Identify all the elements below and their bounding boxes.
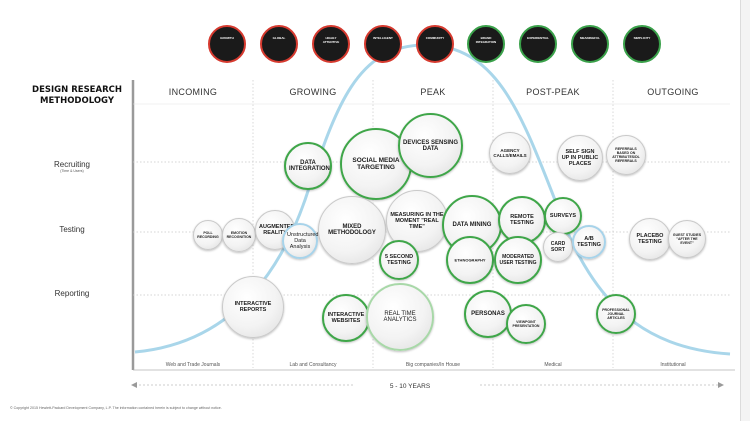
stage-meaningful: MEANINGFUL bbox=[571, 25, 609, 63]
phase-outgoing: OUTGOING bbox=[647, 87, 699, 97]
node-label: REAL TIME ANALYTICS bbox=[383, 311, 417, 323]
stage-growth: GROWTH bbox=[208, 25, 246, 63]
stage-label: GROWTH bbox=[220, 36, 234, 40]
stage-highly-attentive: HIGHLY ATTENTIVE bbox=[312, 25, 350, 63]
node-emotion-recognition: EMOTION RECOGNITION bbox=[222, 218, 256, 252]
node-label: POLL RECORDING bbox=[197, 231, 219, 239]
node-label: PERSONAS bbox=[471, 311, 505, 317]
stage-simplicity: SIMPLICITY bbox=[623, 25, 661, 63]
row-label-recruiting-text: Recruiting bbox=[53, 160, 90, 169]
right-edge-bar bbox=[740, 0, 750, 421]
node-self-sign-up: SELF SIGN UP IN PUBLIC PLACES bbox=[557, 135, 603, 181]
node-label: AGENCY CALLS/EMAILS bbox=[493, 148, 527, 158]
node-label: SELF SIGN UP IN PUBLIC PLACES bbox=[561, 149, 599, 167]
diagram-title: DESIGN RESEARCH METHODOLOGY bbox=[32, 85, 122, 106]
node-label: AUGMENTED REALITY bbox=[259, 224, 295, 236]
footer-label-journals: Web and Trade Journals bbox=[165, 362, 221, 368]
stage-community: COMMUNITY bbox=[416, 25, 454, 63]
years-label: 5 - 10 YEARS bbox=[389, 383, 431, 390]
node-poll-recording: POLL RECORDING bbox=[193, 220, 223, 250]
node-label: MEASURING IN THE MOMENT "REAL TIME" bbox=[390, 212, 444, 230]
node-interactive-reports: INTERACTIVE REPORTS bbox=[222, 276, 284, 338]
node-label: DATA INTEGRATION bbox=[289, 160, 330, 172]
node-referrals: REFERRALS BASED ON ATTRIBUTES/DL REFERRA… bbox=[606, 135, 646, 175]
row-label-recruiting-sub: (Time & Users) bbox=[60, 169, 84, 173]
node-data-integration: DATA INTEGRATION bbox=[284, 142, 332, 190]
node-label: A/B TESTING bbox=[577, 236, 601, 248]
node-remote-testing: REMOTE TESTING bbox=[498, 196, 546, 244]
stage-label: HIGHLY ATTENTIVE bbox=[322, 36, 340, 44]
stage-intelligent: INTELLIGENT bbox=[364, 25, 402, 63]
node-label: VIEWPOINT PRESENTATION bbox=[512, 320, 540, 328]
node-label: SOCIAL MEDIA TARGETING bbox=[352, 157, 400, 171]
node-interactive-websites: INTERACTIVE WEBSITES bbox=[322, 294, 370, 342]
node-viewpoint-presentation: VIEWPOINT PRESENTATION bbox=[506, 304, 546, 344]
stage-brand-integration: BRAND INTEGRATION bbox=[467, 25, 505, 63]
row-label-recruiting: Recruiting (Time & Users) bbox=[42, 160, 102, 173]
node-ab-testing: A/B TESTING bbox=[572, 225, 606, 259]
node-label: REMOTE TESTING bbox=[510, 214, 534, 226]
node-label: Unstructured Data Analysis bbox=[287, 232, 319, 250]
node-label: SURVEYS bbox=[549, 213, 577, 219]
stage-label: GLOBAL bbox=[272, 36, 286, 40]
node-personas: PERSONAS bbox=[464, 290, 512, 338]
node-label: MODERATED USER TESTING bbox=[499, 254, 537, 266]
row-label-testing: Testing bbox=[59, 225, 85, 234]
node-label: DEVICES SENSING DATA bbox=[403, 139, 459, 152]
node-5-second-testing: 5 SECOND TESTING bbox=[379, 240, 419, 280]
node-label: CARD SORT bbox=[550, 241, 566, 253]
footer-label-lab: Lab and Consultancy bbox=[289, 362, 337, 368]
node-real-time-analytics: REAL TIME ANALYTICS bbox=[366, 283, 434, 351]
stage-label: MEANINGFUL bbox=[580, 36, 600, 40]
node-guest-studies: GUEST STUDIES "AFTER THE EVENT" bbox=[668, 220, 706, 258]
node-devices-sensing-data: DEVICES SENSING DATA bbox=[398, 113, 463, 178]
stage-label: BRAND INTEGRATION bbox=[475, 36, 497, 44]
stage-label: COMMUNITY bbox=[425, 36, 445, 40]
node-label: PROFESSIONAL JOURNAL ARTICLES bbox=[602, 308, 630, 320]
node-label: GUEST STUDIES "AFTER THE EVENT" bbox=[672, 233, 702, 245]
node-label: INTERACTIVE REPORTS bbox=[234, 301, 272, 313]
years-arrow-left bbox=[131, 382, 137, 388]
node-mixed-methodology: MIXED METHODOLOGY bbox=[318, 196, 386, 264]
phase-post-peak: POST-PEAK bbox=[526, 87, 580, 97]
footer-label-institutional: Institutional bbox=[660, 362, 686, 368]
stage-global: GLOBAL bbox=[260, 25, 298, 63]
node-ethnography: ETHNOGRAPHY bbox=[446, 236, 494, 284]
stage-label: SIMPLICITY bbox=[633, 36, 651, 40]
years-arrow-right bbox=[718, 382, 724, 388]
phase-growing: GROWING bbox=[289, 87, 337, 97]
node-moderated-user-testing: MODERATED USER TESTING bbox=[494, 236, 542, 284]
phase-incoming: INCOMING bbox=[168, 87, 218, 97]
node-label: REFERRALS BASED ON ATTRIBUTES/DL REFERRA… bbox=[612, 147, 640, 163]
stage-label: INTELLIGENT bbox=[373, 36, 393, 40]
node-agency-calls: AGENCY CALLS/EMAILS bbox=[489, 132, 531, 174]
node-label: MIXED METHODOLOGY bbox=[328, 224, 376, 236]
footer-label-medical: Medical bbox=[544, 362, 562, 368]
node-card-sort: CARD SORT bbox=[543, 232, 573, 262]
phase-peak: PEAK bbox=[420, 87, 446, 97]
node-unstructured-data: Unstructured Data Analysis bbox=[282, 223, 319, 259]
copyright-text: © Copyright 2015 Hewlett-Packard Develop… bbox=[10, 406, 222, 410]
node-placebo-testing: PLACEBO TESTING bbox=[629, 218, 671, 260]
node-label: PLACEBO TESTING bbox=[636, 233, 664, 245]
node-label: INTERACTIVE WEBSITES bbox=[327, 312, 365, 324]
row-label-reporting: Reporting bbox=[54, 289, 90, 298]
node-label: 5 SECOND TESTING bbox=[384, 254, 414, 266]
stage-label: EXPERIENTIAL bbox=[527, 36, 549, 40]
footer-label-companies: Big companies/In House bbox=[405, 362, 461, 368]
node-label: ETHNOGRAPHY bbox=[454, 257, 486, 263]
node-social-media-targeting: SOCIAL MEDIA TARGETING bbox=[340, 128, 412, 200]
node-professional-journal: PROFESSIONAL JOURNAL ARTICLES bbox=[596, 294, 636, 334]
node-label: DATA MINING bbox=[452, 222, 492, 228]
stage-experiential: EXPERIENTIAL bbox=[519, 25, 557, 63]
node-label: EMOTION RECOGNITION bbox=[226, 231, 252, 239]
